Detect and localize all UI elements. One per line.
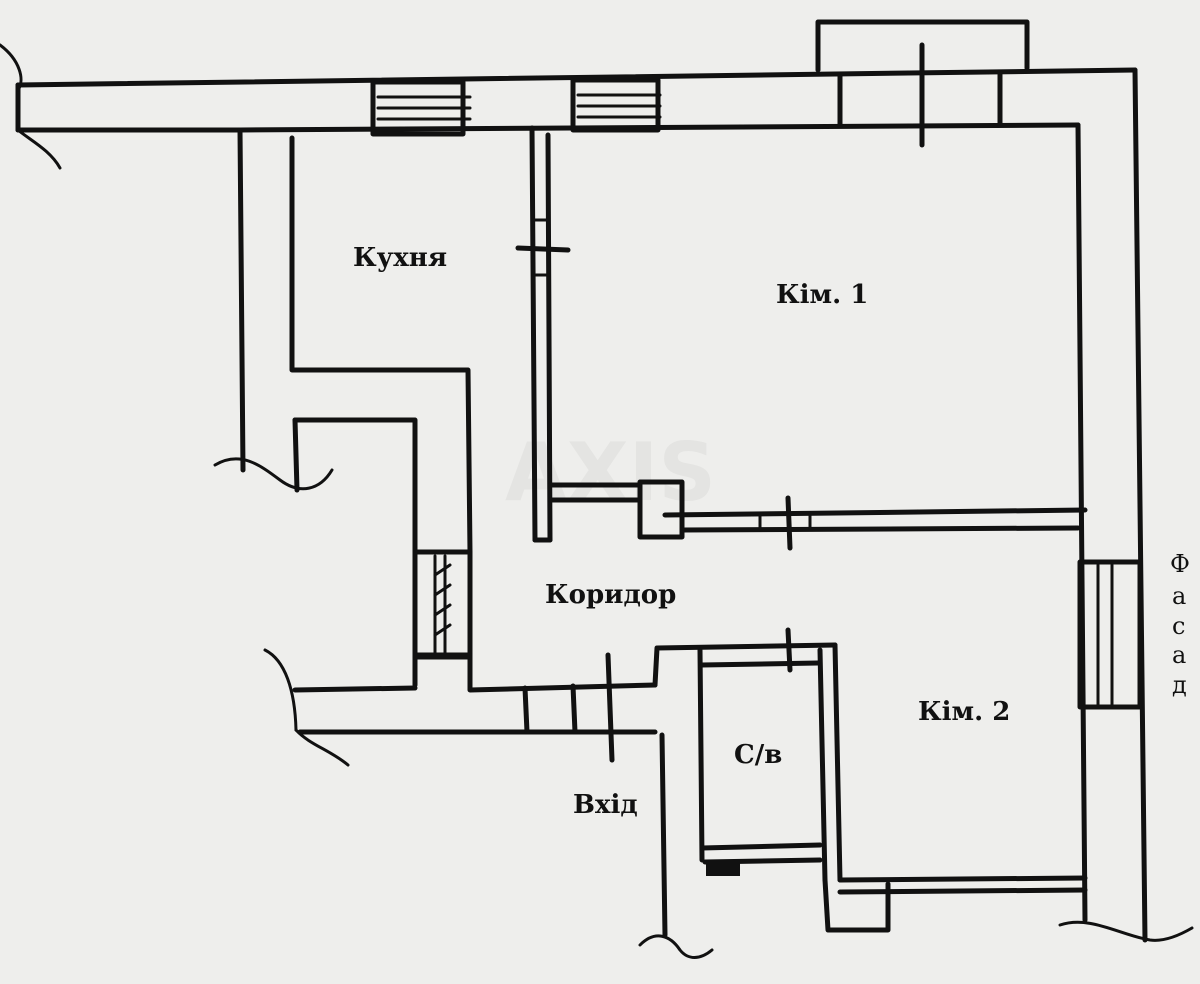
kitchen-walls xyxy=(213,127,473,688)
entrance-label: Вхід xyxy=(573,790,638,820)
corridor-label: Коридор xyxy=(545,580,676,610)
window-room1-left xyxy=(570,77,662,133)
facade-letter: Ф xyxy=(1170,550,1190,578)
room2-lower-walls xyxy=(822,875,1088,933)
bathroom-label: С/в xyxy=(734,740,782,770)
facade-letter: а xyxy=(1172,641,1186,669)
facade-letter: д xyxy=(1172,671,1187,699)
facade-letter: с xyxy=(1172,612,1185,640)
facade-label: Ф а с а д xyxy=(1170,550,1190,699)
partition-kitchen-room1 xyxy=(515,125,571,543)
outer-right-wall xyxy=(1058,67,1194,943)
corridor-lower-walls xyxy=(263,648,658,767)
toilet-block xyxy=(706,862,740,876)
partition-room1-room2 xyxy=(547,479,1088,551)
kitchen-label: Кухня xyxy=(353,243,447,273)
outer-top-wall xyxy=(0,43,1138,170)
facade-letter: а xyxy=(1172,582,1186,610)
window-room2 xyxy=(1077,559,1143,710)
bathroom-walls xyxy=(638,627,843,959)
window-kitchen xyxy=(370,79,472,137)
room2-label: Кім. 2 xyxy=(918,697,1010,727)
balcony xyxy=(815,19,1030,148)
niche-hatched xyxy=(412,549,473,660)
room1-label: Кім. 1 xyxy=(776,280,868,310)
